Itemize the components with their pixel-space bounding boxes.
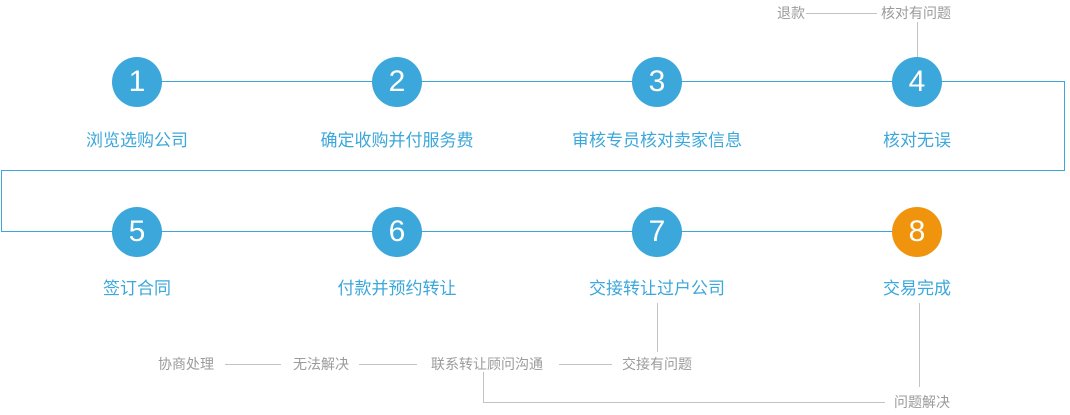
annotation-check-problem: 核对有问题 [881,5,951,21]
step-number-4: 4 [908,65,926,98]
step-label-7: 交接转让过户公司 [589,279,725,298]
connector-row2-line [1,231,917,232]
line-to-problem-solved [483,402,885,403]
annotation-unresolved: 无法解决 [293,356,349,372]
step-circle-4: 4 [892,57,942,107]
annotation-negotiate: 协商处理 [158,356,214,372]
step-circle-3: 3 [632,57,682,107]
connector-row1-line [137,81,1065,82]
step-label-2: 确定收购并付服务费 [320,131,474,150]
connector-right-edge-line [1064,81,1065,171]
step-circle-1: 1 [112,57,162,107]
step-label-1: 浏览选购公司 [86,131,188,150]
connector-wrap-line [1,170,1065,171]
step-number-6: 6 [388,215,406,248]
step-label-8: 交易完成 [883,279,951,298]
line-step8-to-problem-solved [919,303,920,387]
step-label-5: 签订合同 [103,279,171,298]
step-circle-8-highlighted: 8 [892,207,942,257]
line-unresolved-to-consultant [359,364,417,365]
step-label-6: 付款并预约转让 [337,279,457,298]
line-consultant-down [483,372,484,402]
line-step7-to-handover-problem [657,303,658,352]
step-number-3: 3 [648,65,666,98]
step-number-1: 1 [128,65,146,98]
step-label-3: 审核专员核对卖家信息 [572,131,742,150]
step-number-7: 7 [648,215,666,248]
step-circle-5: 5 [112,207,162,257]
line-refund-to-check-problem [806,13,877,14]
step-circle-2: 2 [372,57,422,107]
step-number-5: 5 [128,215,146,248]
step-number-2: 2 [388,65,406,98]
line-consultant-to-handover-problem [559,364,612,365]
annotation-problem-solved: 问题解决 [894,394,950,410]
annotation-refund: 退款 [777,5,805,21]
annotation-contact-consultant: 联系转让顾问沟通 [431,356,543,372]
line-negotiate-to-unresolved [225,364,281,365]
line-check-problem-to-step4 [917,22,918,57]
connector-left-edge-line [1,170,2,231]
annotation-handover-problem: 交接有问题 [622,356,692,372]
step-label-4: 核对无误 [883,131,951,150]
step-number-8: 8 [908,215,926,248]
step-circle-6: 6 [372,207,422,257]
step-circle-7: 7 [632,207,682,257]
